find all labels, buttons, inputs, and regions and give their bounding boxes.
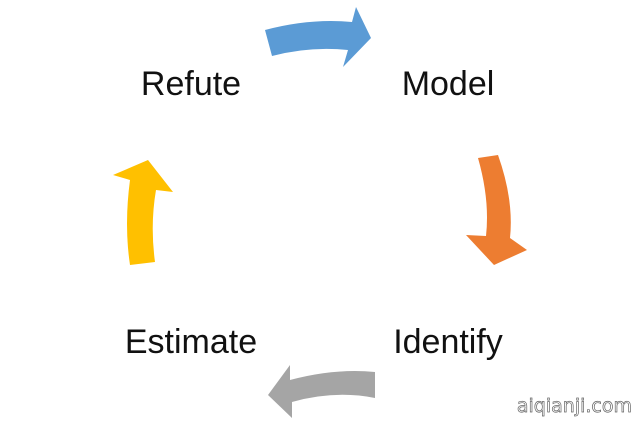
step-label-refute: Refute <box>141 65 241 103</box>
step-label-identify: Identify <box>393 323 503 361</box>
step-label-model: Model <box>402 65 495 103</box>
arrow-identify-to-estimate <box>268 365 375 418</box>
arrow-model-to-identify <box>466 155 527 265</box>
arrow-refute-to-model <box>265 7 371 67</box>
step-label-estimate: Estimate <box>125 323 257 361</box>
watermark: aiqianji.com <box>517 395 632 417</box>
arrow-estimate-to-refute <box>113 160 173 265</box>
